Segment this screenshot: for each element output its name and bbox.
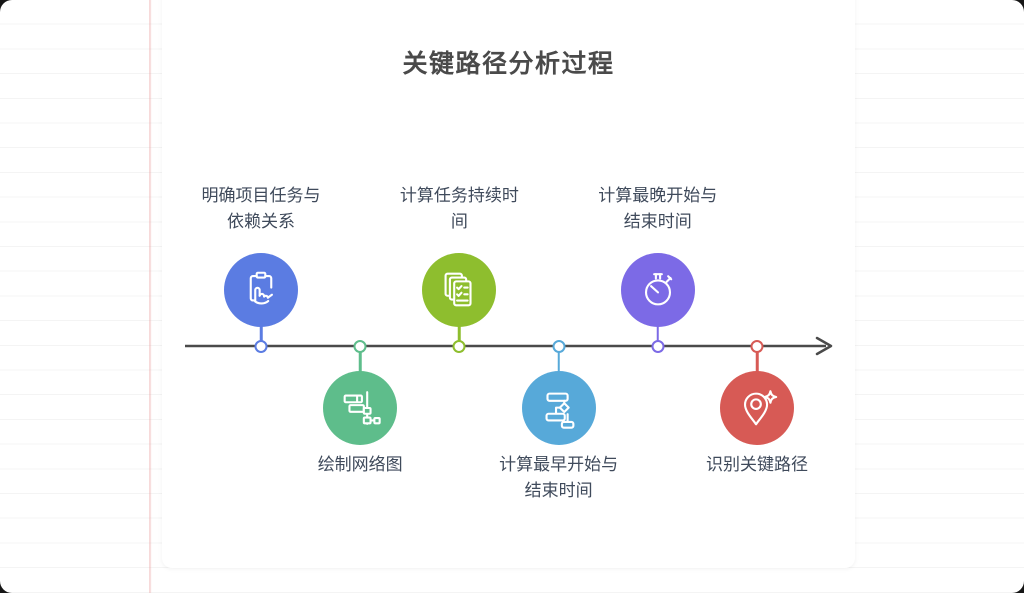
step-connector <box>755 347 759 373</box>
step-label: 计算最晚开始与 结束时间 <box>598 186 718 231</box>
timeline-dot <box>452 340 466 353</box>
step-connector <box>557 347 560 373</box>
timeline-dot <box>254 340 268 353</box>
pin-sparkle-icon <box>734 385 780 431</box>
step-label: 绘制网络图 <box>317 455 403 474</box>
step-label: 计算任务持续时 间 <box>399 186 519 231</box>
step-label: 识别关键路径 <box>706 455 808 474</box>
step-label: 计算最早开始与 结束时间 <box>499 455 619 500</box>
step-connector <box>358 347 362 373</box>
gantt-chart-icon <box>337 385 383 431</box>
clipboard-hand-icon <box>238 267 284 313</box>
timeline-dot <box>353 340 367 353</box>
step-connector <box>458 324 461 342</box>
step-bubble <box>521 371 596 445</box>
timeline-dot <box>651 340 665 353</box>
timeline-step-draw-network: 绘制网络图 <box>255 0 465 593</box>
timeline-axis-arrow <box>185 336 833 356</box>
diagram-title: 关键路径分析过程 <box>402 50 615 78</box>
step-label: 明确项目任务与 依赖关系 <box>201 186 321 231</box>
flow-diagram-icon <box>536 385 582 431</box>
timeline-dot <box>552 340 566 353</box>
step-bubble <box>224 253 298 327</box>
timeline-step-task-duration: 计算任务持续时 间 <box>354 0 564 593</box>
timeline-step-critical-path: 识别关键路径 <box>652 0 862 593</box>
timeline-step-earliest-times: 计算最早开始与 结束时间 <box>454 0 664 593</box>
timeline-step-define-tasks: 明确项目任务与 依赖关系 <box>156 0 366 593</box>
step-bubble <box>422 253 497 327</box>
checklist-stack-icon <box>436 267 482 313</box>
step-connector <box>259 324 263 342</box>
step-connector <box>656 324 660 342</box>
stopwatch-icon <box>635 267 681 313</box>
step-bubble <box>620 253 695 327</box>
step-bubble <box>720 371 794 445</box>
timeline-dot <box>750 340 764 353</box>
timeline-step-latest-times: 计算最晚开始与 结束时间 <box>553 0 763 593</box>
step-bubble <box>323 371 398 445</box>
